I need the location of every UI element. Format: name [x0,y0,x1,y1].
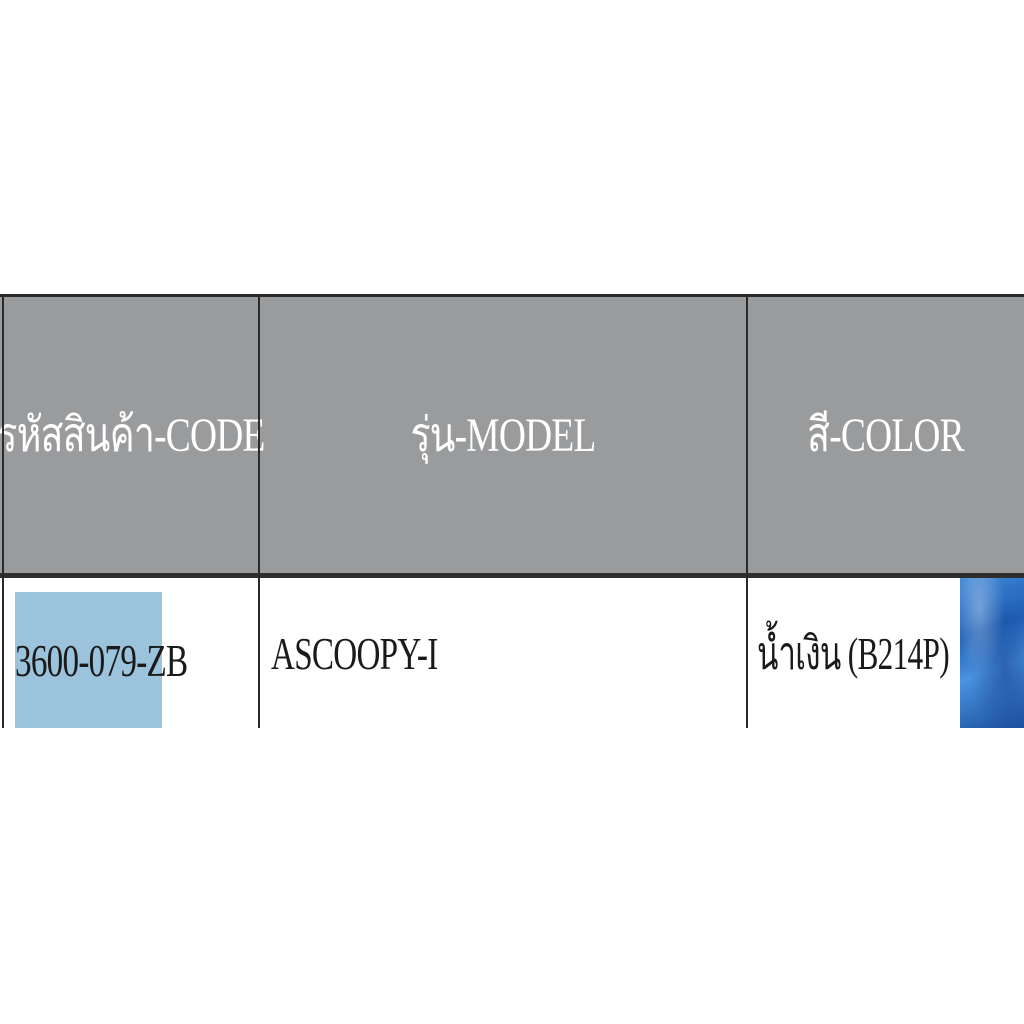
header-color-label: สี-COLOR [807,409,965,462]
header-code: รหัสสินค้า-CODE [0,297,265,573]
product-color: น้ำเงิน (B214P) [757,627,950,679]
table-divider-model-color [746,294,748,728]
table-header-row: รหัสสินค้า-CODE รุ่น-MODEL สี-COLOR [0,294,1024,578]
cell-color: น้ำเงิน (B214P) [747,578,1024,728]
product-code: 3600-079-ZB [15,634,188,686]
table-divider-left [2,294,4,728]
table-row: 3600-079-ZB ASCOOPY-I น้ำเงิน (B214P) [0,578,1024,728]
cell-model: ASCOOPY-I [259,578,747,728]
header-color: สี-COLOR [777,297,993,573]
header-model-label: รุ่น-MODEL [410,409,596,462]
header-model: รุ่น-MODEL [313,297,694,573]
header-code-label: รหัสสินค้า-CODE [0,409,265,462]
cell-code: 3600-079-ZB [3,578,259,728]
product-spec-table: รหัสสินค้า-CODE รุ่น-MODEL สี-COLOR 3600… [0,294,1024,728]
table-divider-code-model [258,294,260,728]
code-highlight: 3600-079-ZB [15,592,188,728]
color-swatch-image [960,578,1024,728]
product-model: ASCOOPY-I [271,627,438,679]
